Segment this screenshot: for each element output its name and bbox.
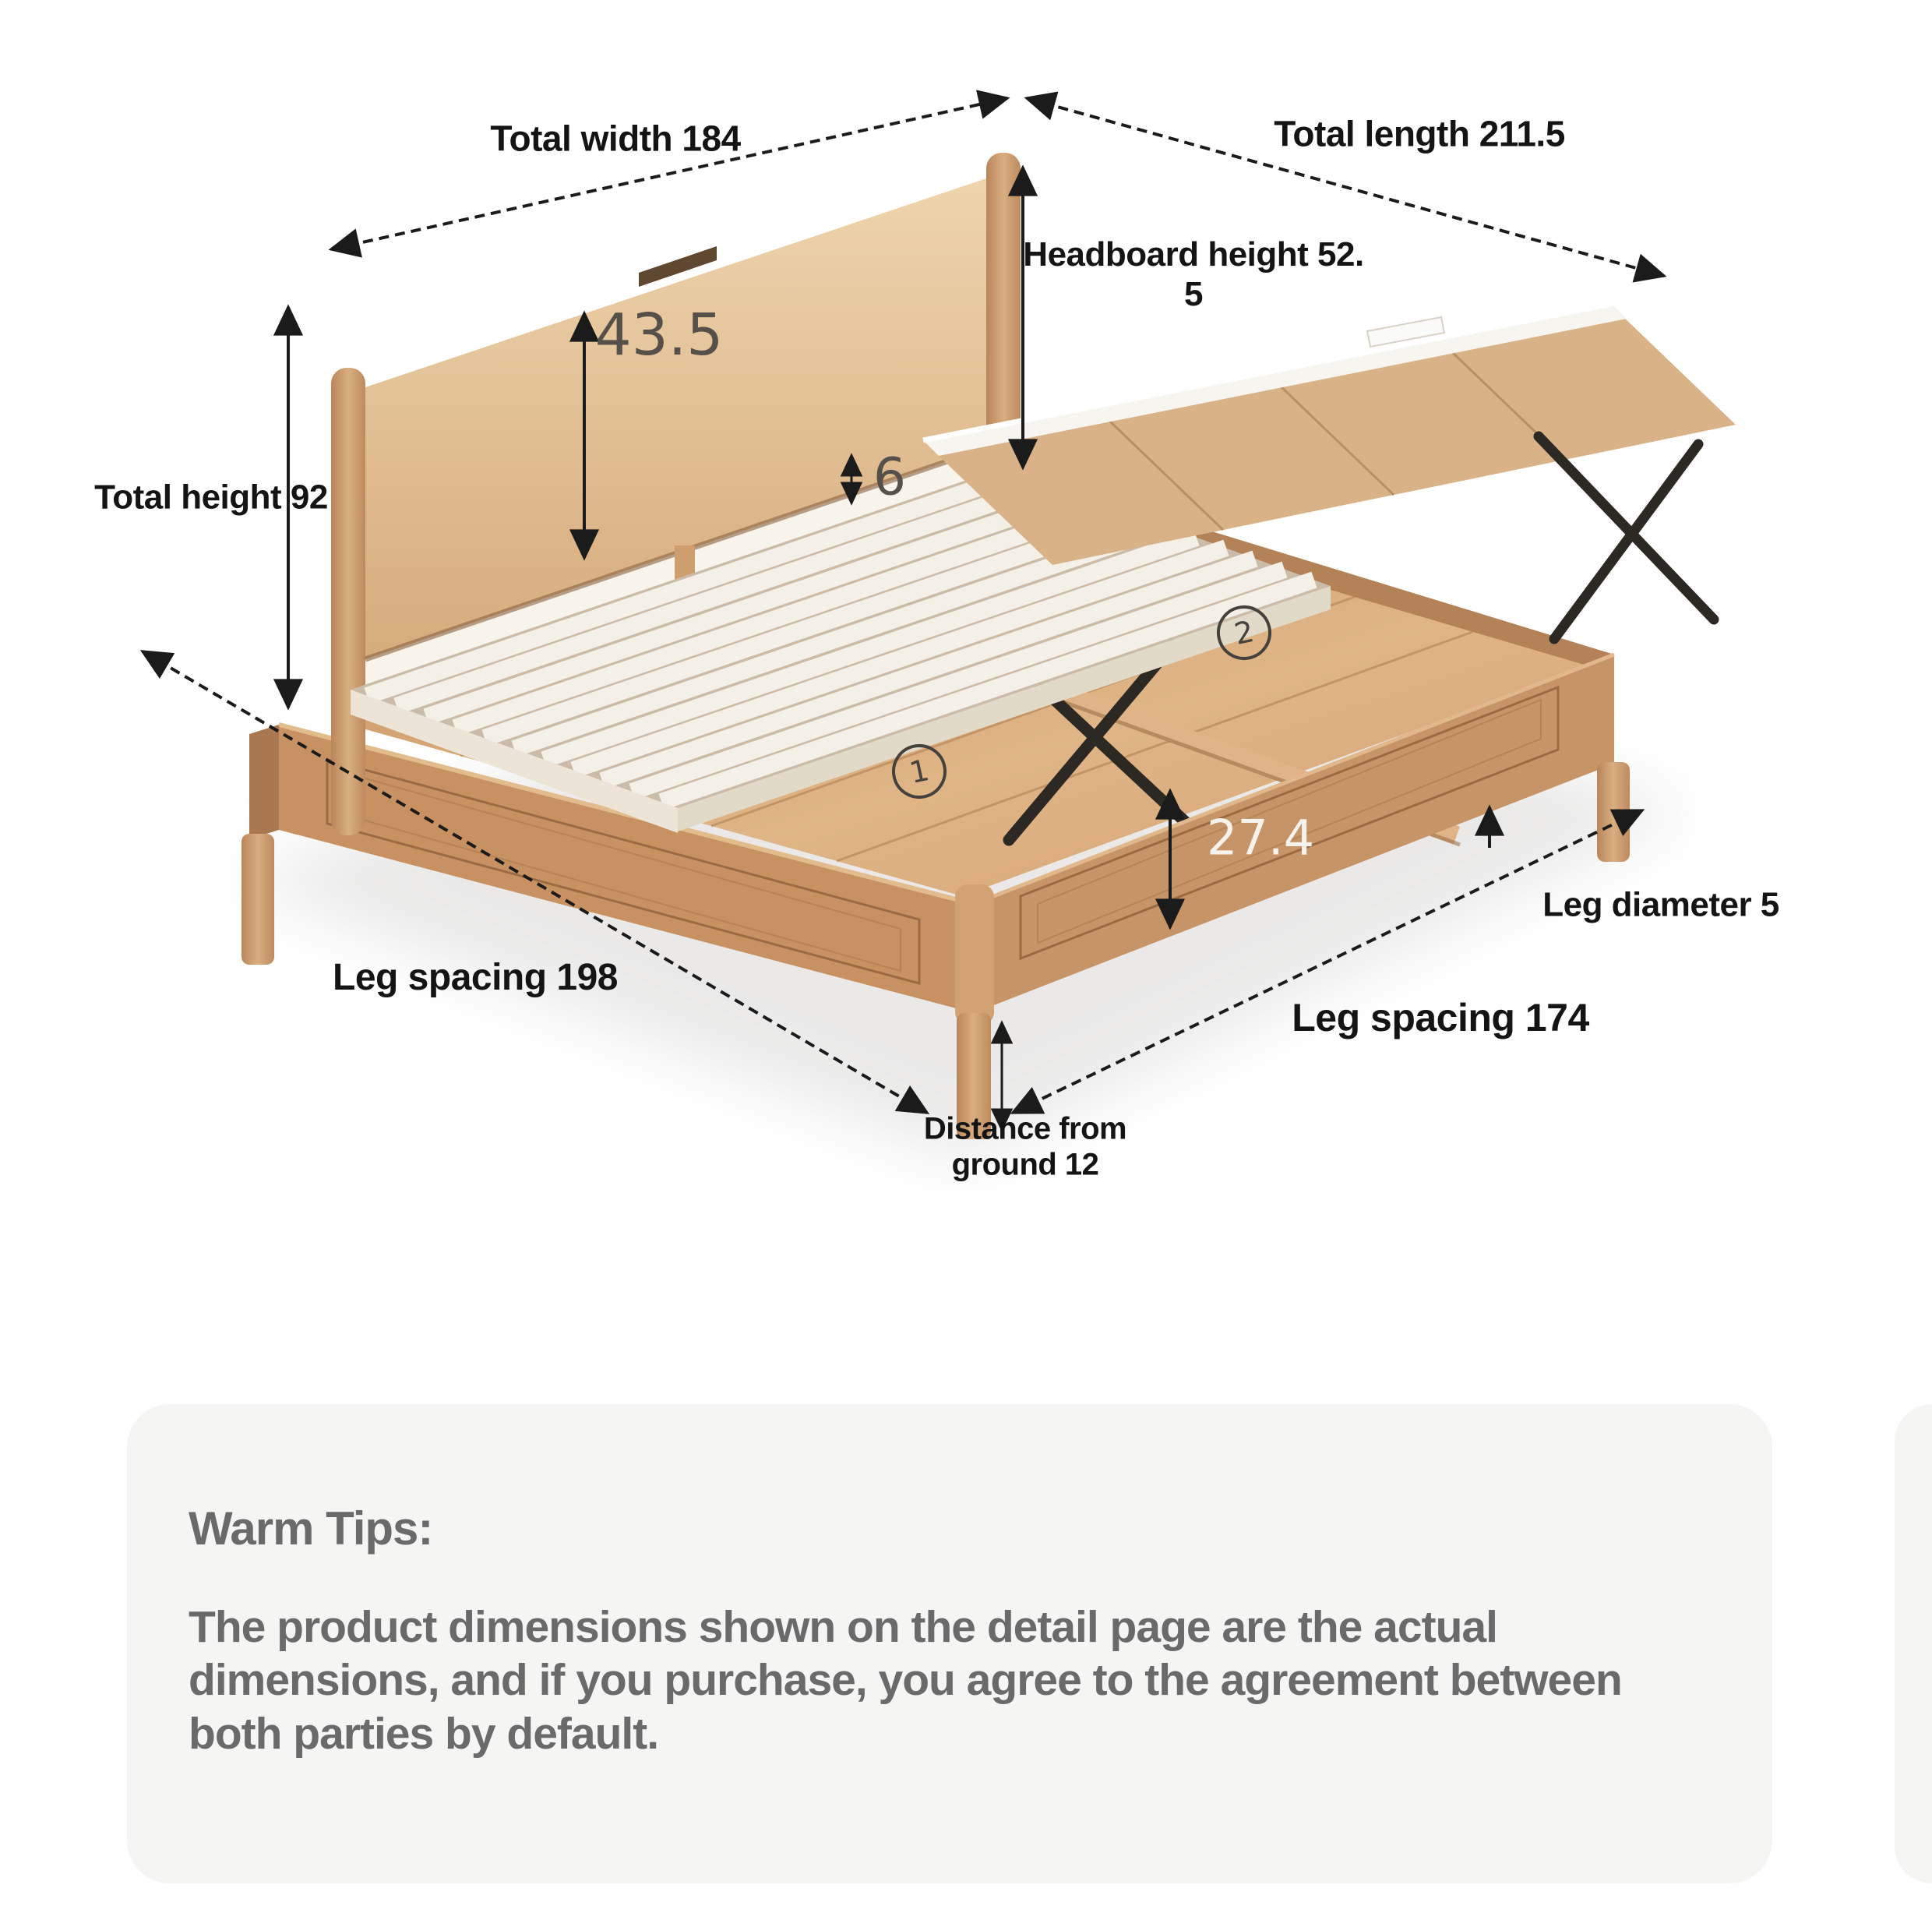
platform-hinge-bracket <box>1366 316 1446 348</box>
label-headboard-height-line1: Headboard height 52. <box>1023 235 1364 274</box>
label-ground-clearance-line1: Distance from <box>923 1111 1127 1146</box>
label-headboard-height: Headboard height 52. 5 <box>1023 235 1364 314</box>
label-ground-clearance-line2: ground 12 <box>951 1148 1099 1182</box>
headboard-post-left <box>331 368 365 835</box>
arrow-total-length <box>1024 91 1667 283</box>
leg-head-left <box>242 834 274 965</box>
leg-foot-near <box>957 1013 991 1139</box>
dimension-arrows <box>139 90 1667 1132</box>
warm-tips-title: Warm Tips: <box>189 1502 433 1555</box>
lift-mechanism-right <box>1533 431 1719 644</box>
label-headboard-height-line2: 5 <box>1184 275 1203 313</box>
bed-dimension-diagram <box>139 90 1736 1161</box>
arrow-total-width <box>328 90 1010 258</box>
label-ground-clearance: Distance from ground 12 <box>923 1111 1127 1184</box>
label-inner-height-43: 43.5 <box>594 302 724 369</box>
label-total-height: Total height 92 <box>94 478 328 517</box>
arrow-leg-spacing-174 <box>1010 809 1645 1114</box>
platform-top-edge-band <box>923 304 1627 456</box>
label-total-width: Total width 184 <box>490 118 741 159</box>
warm-tips-card: Warm Tips: The product dimensions shown … <box>127 1404 1772 1883</box>
adjacent-card-edge <box>1895 1404 1932 1883</box>
label-leg-spacing-174: Leg spacing 174 <box>1292 996 1589 1039</box>
label-storage-depth: 27.4 <box>1206 809 1315 866</box>
platform-top-highlight <box>922 301 1612 443</box>
lifted-platform <box>922 301 1736 565</box>
label-leg-diameter: Leg diameter 5 <box>1542 885 1779 924</box>
label-leg-spacing-198: Leg spacing 198 <box>333 957 618 999</box>
label-total-length: Total length 211.5 <box>1274 113 1565 154</box>
headboard-panel <box>365 178 986 659</box>
label-slat-thickness-6: 6 <box>873 446 906 507</box>
box-corner-post <box>955 884 994 1025</box>
leg-foot-far <box>1597 762 1630 862</box>
box-left-end-face <box>249 725 279 839</box>
warm-tips-body: The product dimensions shown on the deta… <box>189 1602 1623 1759</box>
arrow-leg-spacing-198 <box>139 650 930 1114</box>
